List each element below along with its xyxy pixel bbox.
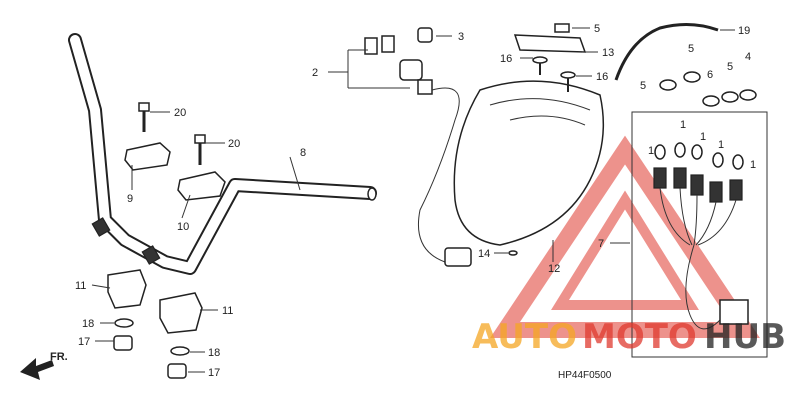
grommet-6 (702, 95, 720, 107)
watermark-moto: MOTO (582, 317, 697, 357)
label-4: 4 (745, 51, 751, 63)
bolt-20-lower (194, 134, 206, 165)
label-17b: 17 (208, 367, 220, 379)
watermark-text: AUTO MOTO HUB (472, 317, 786, 357)
label-1e: 1 (750, 159, 756, 171)
grommet-5a (659, 79, 677, 91)
meter-cover (453, 80, 605, 246)
label-11b: 11 (222, 305, 233, 317)
label-5a: 5 (688, 43, 694, 55)
switch-assembly-2 (364, 35, 433, 95)
screw-16-left (532, 56, 548, 75)
handlebar-knurl-left (91, 217, 111, 237)
label-1a: 1 (648, 145, 654, 157)
label-14: 14 (478, 248, 490, 260)
washer-18-right (170, 346, 190, 356)
bolt-20-upper (138, 102, 150, 132)
watermark-triangle (490, 135, 760, 338)
grommet-5b (683, 71, 701, 83)
label-13: 13 (602, 47, 614, 59)
harness-sockets (653, 167, 743, 203)
direction-arrow (20, 358, 54, 380)
clip-15 (554, 23, 570, 33)
part-labels: 20 20 8 9 10 11 11 18 17 18 17 2 3 5 13 … (75, 23, 756, 379)
connector-14-area (444, 247, 472, 267)
nut-17-left (113, 335, 133, 351)
watermark-hub: HUB (704, 317, 786, 357)
hose-19 (614, 23, 719, 81)
label-16a: 16 (500, 53, 512, 65)
label-12: 12 (548, 263, 560, 275)
nut-17-right (167, 363, 187, 379)
harness-connector (719, 299, 749, 325)
handlebar-knurl-right (141, 245, 161, 265)
label-11a: 11 (75, 280, 86, 292)
label-20b: 20 (228, 138, 240, 150)
label-3: 3 (458, 31, 464, 43)
label-2: 2 (312, 67, 318, 79)
grommet-5c (721, 91, 739, 103)
harness-box (631, 111, 768, 358)
label-18a: 18 (82, 318, 94, 330)
switch-cable (417, 87, 460, 263)
panel-13 (513, 34, 587, 53)
label-1c: 1 (700, 131, 706, 143)
clip-14 (508, 250, 518, 256)
label-20a: 20 (174, 107, 186, 119)
label-8: 8 (300, 147, 306, 159)
direction-label: FR. (50, 351, 68, 363)
handlebar-holder-upper-10 (177, 171, 226, 201)
diagram-code: HP44F0500 (558, 370, 612, 381)
label-7: 7 (598, 238, 604, 250)
label-9: 9 (127, 193, 133, 205)
grommet-3 (417, 27, 433, 43)
washer-18-left (114, 318, 134, 328)
label-6: 6 (707, 69, 713, 81)
label-1d: 1 (718, 139, 724, 151)
harness-trunk (685, 244, 721, 330)
harness-wires (659, 187, 737, 246)
label-17a: 17 (78, 336, 90, 348)
grommet-4 (739, 89, 757, 101)
label-18b: 18 (208, 347, 220, 359)
handlebar-end (367, 187, 377, 201)
handlebar-holder-lower-right (159, 292, 203, 334)
handlebar-holder-lower-left (107, 269, 147, 309)
label-16b: 16 (596, 71, 608, 83)
handlebar-holder-upper-9 (124, 142, 171, 171)
watermark-auto: AUTO (472, 317, 577, 357)
bulbs-1 (654, 142, 744, 170)
leader-lines (91, 27, 735, 373)
label-5b: 5 (640, 80, 646, 92)
label-5c: 5 (727, 61, 733, 73)
label-1b: 1 (680, 119, 686, 131)
label-15: 5 (594, 23, 600, 35)
label-19: 19 (738, 25, 750, 37)
screw-16-right (560, 71, 576, 92)
label-10: 10 (177, 221, 189, 233)
